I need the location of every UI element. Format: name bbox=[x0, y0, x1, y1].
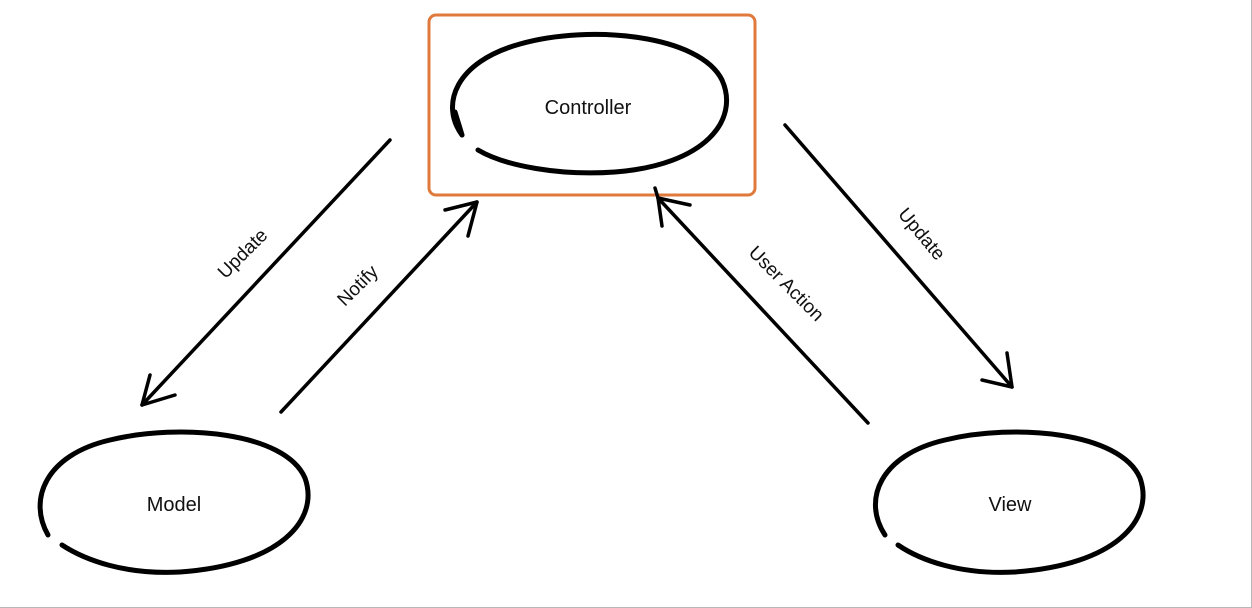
controller-to-model-arrowhead bbox=[140, 373, 177, 407]
controller-to-model-line bbox=[140, 138, 392, 407]
edge-controller-to-view[interactable]: Update bbox=[783, 123, 1014, 389]
controller-highlight-box[interactable] bbox=[427, 13, 757, 197]
controller-ellipse bbox=[450, 31, 729, 176]
model-to-controller-label: Notify bbox=[334, 261, 384, 311]
model-node[interactable]: Model bbox=[37, 429, 311, 575]
model-ellipse bbox=[37, 429, 311, 575]
controller-node[interactable]: Controller bbox=[450, 31, 729, 176]
view-ellipse bbox=[873, 429, 1146, 575]
model-to-controller-arrowhead bbox=[443, 200, 479, 238]
model-to-controller-line bbox=[279, 200, 479, 414]
controller-ellipse-tail bbox=[452, 109, 465, 138]
view-node[interactable]: View bbox=[873, 429, 1146, 575]
view-to-controller-line bbox=[656, 196, 870, 425]
edge-view-to-controller[interactable]: User Action bbox=[653, 186, 870, 425]
model-label: Model bbox=[147, 494, 201, 516]
controller-to-view-label: Update bbox=[893, 204, 948, 264]
view-label: View bbox=[989, 494, 1033, 516]
controller-to-view-arrowhead bbox=[980, 351, 1014, 389]
edge-model-to-controller[interactable]: Notify bbox=[279, 200, 479, 414]
view-to-controller-label: User Action bbox=[744, 242, 828, 326]
edge-controller-to-model[interactable]: Update bbox=[140, 138, 392, 407]
controller-to-view-line bbox=[783, 123, 1014, 389]
view-to-controller-arrowhead bbox=[653, 186, 692, 228]
controller-label: Controller bbox=[545, 97, 632, 119]
